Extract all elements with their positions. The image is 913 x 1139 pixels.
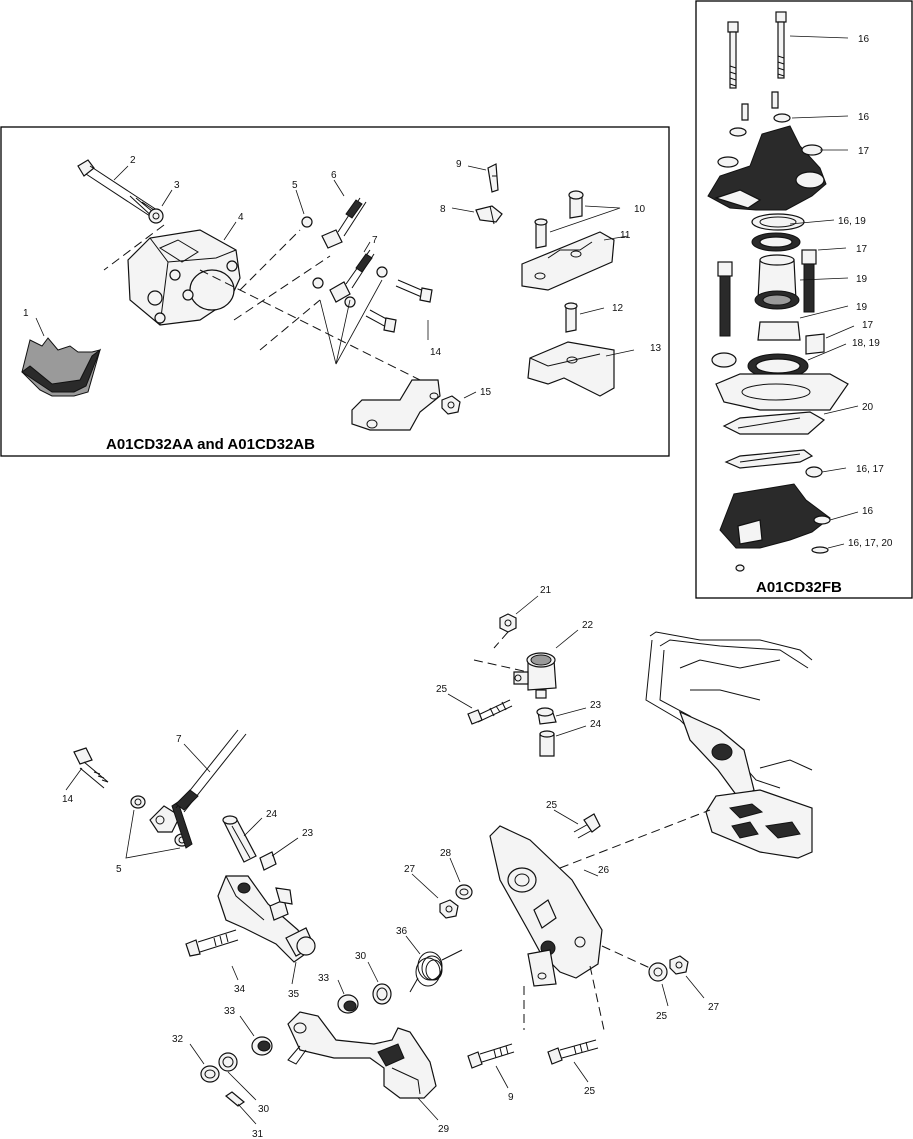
caliper-bracket [351,379,441,431]
callout-3: 3 [174,180,180,191]
piston-stack [711,213,855,379]
callout-27a: 27 [404,864,416,875]
caliper-aa-ab-panel: 1 2 3 4 5 6 7 8 9 10 11 12 13 14 15 A01C… [0,126,670,457]
callout-26: 26 [598,865,610,876]
callout-fb-16c: 16 [862,506,874,517]
callout-fb-16-17: 16, 17 [856,464,884,475]
caliper-bracket-fb [719,483,859,572]
callout-11: 11 [620,230,631,241]
callout-35: 35 [288,989,300,1000]
bottom-bolts [467,1039,599,1089]
caliper-body [127,221,241,326]
callout-15: 15 [480,387,492,398]
callout-12: 12 [612,303,624,314]
fluid-reservoir [473,629,579,699]
callout-fb-17b: 17 [856,244,868,255]
callout-fb-17c: 17 [862,320,874,331]
callout-7: 7 [372,235,378,246]
callout-fb-18-19: 18, 19 [852,338,880,349]
callout-25c: 25 [656,1011,668,1022]
cylinder-bolt [185,929,239,981]
callout-fb-17a: 17 [858,146,870,157]
pedal-bushings [189,961,392,1125]
callout-32: 32 [172,1034,184,1045]
callout-30b: 30 [258,1104,270,1115]
callout-5: 5 [292,180,298,191]
callout-7b: 7 [176,734,182,745]
bleeder-valves [729,91,849,137]
pivot-nut-washer [648,955,705,1007]
callout-14: 14 [430,347,442,358]
callout-2: 2 [130,155,136,166]
callout-fb-16-19: 16, 19 [838,216,866,227]
callout-23b: 23 [302,828,314,839]
return-spring [405,935,463,993]
callout-6: 6 [331,170,337,181]
callout-fb-20: 20 [862,402,874,413]
callout-25a: 25 [436,684,448,695]
lock-nut [441,391,477,415]
callout-33b: 33 [224,1006,236,1017]
callout-25d: 25 [584,1086,596,1097]
callout-22: 22 [582,620,594,631]
callout-8: 8 [440,204,446,215]
callout-13: 13 [650,343,662,354]
chassis-frame [645,631,813,859]
bracket-bolt [553,809,601,839]
reservoir-hose [536,707,587,757]
master-cylinder [217,875,316,985]
callout-14b: 14 [62,794,74,805]
caliper-housing [707,125,848,211]
callout-24b: 24 [266,809,278,820]
clip-pin [451,163,503,225]
callout-33a: 33 [318,973,330,984]
reservoir-nut [493,595,539,649]
callout-1: 1 [23,308,29,319]
callout-34: 34 [234,984,246,995]
callout-10: 10 [634,204,646,215]
panel-frame-fb [695,0,913,599]
callout-4: 4 [238,212,244,223]
caliper-long-bolts [727,11,849,89]
callout-fb-16-17-20: 16, 17, 20 [848,538,893,549]
callout-9: 9 [456,159,462,170]
supply-hose [222,815,299,871]
callout-fb-19a: 19 [856,274,868,285]
callout-21: 21 [540,585,552,596]
caliper-bolt [77,159,161,221]
callout-fb-16b: 16 [858,112,870,123]
nut-washer-pair [411,857,473,919]
callout-fb-16a: 16 [858,34,870,45]
callout-9b: 9 [508,1092,514,1103]
callout-24a: 24 [590,719,602,730]
panel-caption-fb: A01CD32FB [756,579,842,596]
callout-30a: 30 [355,951,367,962]
banjo-bolts [319,266,433,365]
callout-27b: 27 [708,1002,720,1013]
callout-23a: 23 [590,700,602,711]
clamp-lower [527,302,635,397]
callout-28: 28 [440,848,452,859]
callout-5b: 5 [116,864,122,875]
callout-25b: 25 [546,800,558,811]
pedal-bracket [489,809,711,1031]
brake-pads-fb [715,373,859,478]
brake-pad [21,317,102,397]
clamp-upper [521,190,629,291]
washer [148,189,173,224]
brake-line-lower [312,241,375,303]
master-bolt-and-line [65,729,247,859]
panel-frame [0,126,670,457]
callout-fb-19b: 19 [856,302,868,313]
callout-31: 31 [252,1129,264,1139]
callout-29: 29 [438,1124,450,1135]
callout-36: 36 [396,926,408,937]
brake-line-upper [295,179,367,249]
master-cylinder-assembly: 21 22 25 23 24 7 14 5 24 23 25 28 27 26 … [62,585,813,1139]
panel-caption-aa-ab: A01CD32AA and A01CD32AB [106,436,315,453]
brake-pedal-arm [287,1011,439,1121]
caliper-fb-panel: 16 16 17 16, 19 17 19 19 17 18, 19 20 16… [695,0,913,599]
reservoir-bolt [447,693,513,725]
